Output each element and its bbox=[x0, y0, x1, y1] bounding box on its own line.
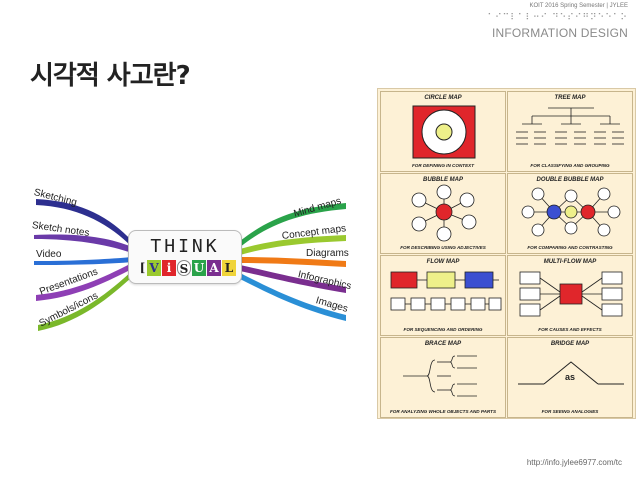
cell-subtitle: FOR DEFINING IN CONTEXT bbox=[411, 163, 474, 168]
brand-label: INFORMATION DESIGN bbox=[491, 26, 628, 40]
label-diagrams: Diagrams bbox=[306, 248, 349, 259]
cell-subtitle: FOR SEQUENCING AND ORDERING bbox=[403, 327, 483, 332]
branch-presentations bbox=[36, 263, 132, 301]
cell-title: BUBBLE MAP bbox=[423, 177, 463, 183]
branch-images bbox=[240, 273, 346, 321]
label-video: Video bbox=[36, 249, 62, 260]
cell-subtitle: FOR CAUSES AND EFFECTS bbox=[538, 327, 602, 332]
double-bubble-map-icon bbox=[521, 187, 621, 237]
bubble-map-icon bbox=[411, 184, 477, 242]
cell-title: MULTI-FLOW MAP bbox=[543, 259, 597, 265]
cell-title: TREE MAP bbox=[554, 95, 586, 101]
source-link[interactable]: http://info.jylee6977.com/tc bbox=[526, 458, 622, 467]
branch-symbols bbox=[38, 271, 132, 331]
braille-text: ⠁⠊⠉⠇⠁⠇⠒⠊ ⠙⠑⠎⠊⠛⠝⠑⠑⠁⠕ bbox=[487, 13, 628, 23]
branch-video bbox=[34, 257, 132, 265]
branch-sketch-notes bbox=[34, 234, 132, 253]
cell-title: FLOW MAP bbox=[426, 259, 460, 265]
course-label: KOIT 2016 Spring Semester | JYLEE bbox=[529, 3, 629, 9]
visual-letter: [ bbox=[139, 261, 146, 275]
visual-letters: [ V i S U A L bbox=[139, 260, 236, 276]
branch-concept-maps bbox=[240, 235, 346, 255]
branch-sketching bbox=[36, 199, 132, 247]
circle-map-cell: CIRCLE MAP FOR DEFINING IN CONTEXT bbox=[380, 91, 506, 172]
visual-letter: L bbox=[222, 260, 236, 276]
thinking-maps-panel: CIRCLE MAP FOR DEFINING IN CONTEXT TREE … bbox=[377, 88, 636, 419]
cell-subtitle: FOR CLASSIFYING AND GROUPING bbox=[530, 163, 610, 168]
brace-map-cell: BRACE MAP FOR ANALYZING WHOLE OBJECTS AN… bbox=[380, 337, 506, 418]
cell-title: CIRCLE MAP bbox=[424, 95, 462, 101]
cell-subtitle: FOR SEEING ANALOGIES bbox=[541, 409, 599, 414]
slide-title: 시각적 사고란? bbox=[30, 61, 191, 91]
think-visual-mindmap: Sketching Sketch notes Video Presentatio… bbox=[28, 175, 358, 345]
think-word: THINK bbox=[150, 236, 220, 257]
cell-subtitle: FOR COMPARING AND CONTRASTING bbox=[527, 245, 613, 250]
tree-map-icon bbox=[516, 107, 624, 145]
visual-letter: S bbox=[177, 260, 191, 276]
visual-letter: U bbox=[192, 260, 206, 276]
bridge-map-icon bbox=[518, 361, 624, 385]
cell-title: DOUBLE BUBBLE MAP bbox=[536, 177, 604, 183]
double-bubble-map-cell: DOUBLE BUBBLE MAP FOR COMPARING AND CONT… bbox=[507, 173, 633, 254]
cell-subtitle: FOR ANALYZING WHOLE OBJECTS AND PARTS bbox=[389, 409, 497, 414]
multi-flow-map-icon bbox=[519, 271, 623, 317]
bridge-word: as bbox=[564, 372, 575, 382]
bridge-map-cell: BRIDGE MAP as FOR SEEING ANALOGIES bbox=[507, 337, 633, 418]
circle-map-icon bbox=[412, 105, 476, 159]
visual-letter: i bbox=[162, 260, 176, 276]
cell-title: BRACE MAP bbox=[424, 341, 462, 347]
branch-infographics bbox=[240, 265, 346, 293]
flow-map-icon bbox=[390, 271, 502, 311]
branch-diagrams bbox=[240, 257, 346, 267]
mindmap-branches bbox=[34, 199, 346, 331]
bubble-map-cell: BUBBLE MAP FOR DESCRIBING USING ADJECTIV… bbox=[380, 173, 506, 254]
multi-flow-map-cell: MULTI-FLOW MAP FOR CAUSES AND EFFECTS bbox=[507, 255, 633, 336]
brace-map-icon bbox=[403, 355, 477, 397]
flow-map-cell: FLOW MAP FOR SEQUENCING AND ORDERING bbox=[380, 255, 506, 336]
cell-subtitle: FOR DESCRIBING USING ADJECTIVES bbox=[400, 245, 486, 250]
branch-mind-maps bbox=[240, 203, 346, 247]
visual-letter: V bbox=[147, 260, 161, 276]
tree-map-cell: TREE MAP FOR CLASSIFYING AND GROUPING bbox=[507, 91, 633, 172]
visual-letter: A bbox=[207, 260, 221, 276]
cell-title: BRIDGE MAP bbox=[550, 341, 590, 347]
think-visual-box: THINK [ V i S U A L bbox=[128, 230, 242, 284]
